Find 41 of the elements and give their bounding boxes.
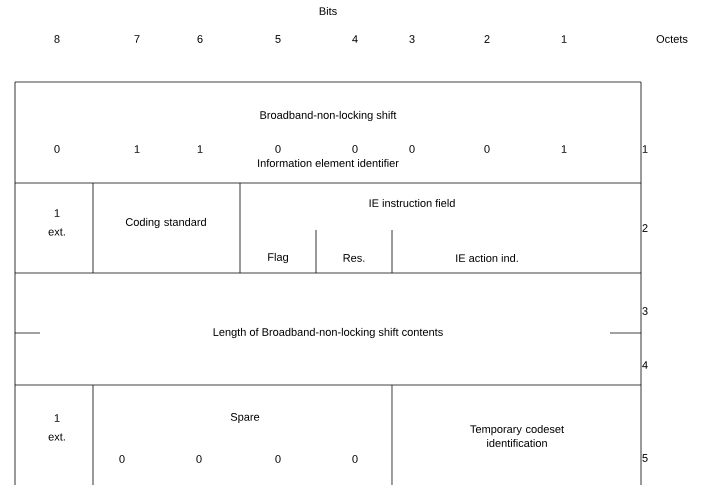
field-name: Broadband-non-locking shift (260, 110, 396, 122)
bit-value: 0 (352, 145, 358, 153)
bit-value: 0 (119, 455, 125, 463)
bit-value: 0 (352, 455, 358, 463)
field-name: ext. (48, 433, 65, 441)
bit-value: 1 (562, 145, 567, 153)
bit-value: 0 (275, 145, 281, 153)
octet-number: 5 (642, 454, 648, 462)
bit-number: 6 (198, 35, 203, 43)
field-name: Spare (230, 413, 260, 423)
field-name: Coding standard (126, 218, 206, 228)
octet-number: 2 (642, 224, 648, 232)
bit-value: 0 (54, 145, 60, 153)
bit-value: 1 (54, 414, 60, 422)
bit-value: 1 (134, 145, 140, 153)
field-name: Flag (268, 252, 288, 264)
bit-value: 0 (409, 145, 415, 153)
field-name: IE action ind. (456, 254, 518, 262)
bit-value: 0 (484, 145, 490, 153)
bit-value: 1 (54, 209, 60, 217)
bit-value: 1 (198, 145, 203, 153)
field-name: IE instruction field (370, 198, 455, 208)
field-name: Length of Broadband-non-locking shift contents (214, 328, 443, 338)
bit-value: 0 (275, 455, 281, 463)
bit-number: 3 (409, 35, 415, 43)
bit-number: 1 (562, 35, 567, 43)
bit-number: 8 (54, 35, 60, 43)
field-name: Res. (344, 254, 364, 262)
octet-number: 1 (642, 145, 648, 153)
axis-title: Bits (320, 6, 337, 16)
bit-number: 5 (275, 35, 281, 43)
bit-number: 7 (134, 35, 140, 43)
field-name: Information element identifier (258, 158, 399, 168)
bit-number: 2 (484, 35, 490, 43)
field-name: ext. (48, 228, 65, 236)
field-name: Temporary codeset identification (470, 424, 564, 448)
bit-number: 4 (352, 35, 358, 43)
octet-number: 3 (642, 307, 648, 315)
axis-title: Octets (656, 35, 688, 43)
octet-number: 4 (642, 361, 648, 369)
bit-value: 0 (196, 455, 202, 463)
